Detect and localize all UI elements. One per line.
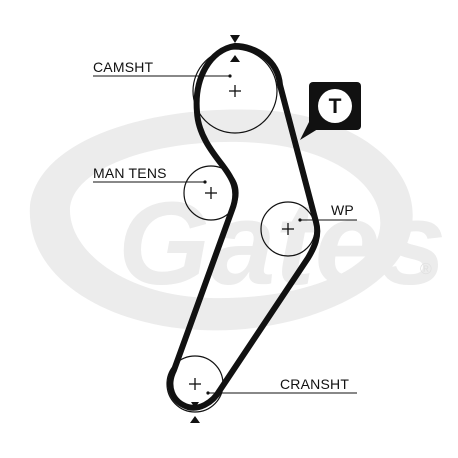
water-pump-label: WP [331, 202, 354, 218]
badge-circle [318, 89, 352, 123]
component-labels: CAMSHT MAN TENS WP CRANSHT [93, 59, 354, 392]
water-pump-leader-dot [298, 218, 302, 222]
badge-letter: T [329, 95, 342, 118]
tensioner-callout-badge: T [300, 82, 361, 140]
camshaft-label: CAMSHT [93, 59, 154, 75]
camshaft-inner-triangle-icon [230, 55, 240, 62]
timing-marks [190, 35, 240, 423]
camshaft-center-icon [229, 85, 241, 97]
center-marks [189, 85, 294, 390]
crankshaft-center-icon [189, 378, 201, 390]
manual-tensioner-label: MAN TENS [93, 165, 167, 181]
tensioner-leader-dot [203, 180, 207, 184]
timing-belt [167, 43, 321, 411]
crankshaft-bottom-triangle-icon [190, 416, 200, 423]
tensioner-center-icon [205, 187, 217, 199]
crankshaft-inner-triangle-icon [191, 402, 199, 408]
gates-watermark: Gates ® [29, 109, 446, 331]
camshaft-leader-dot [228, 74, 232, 78]
watermark-brand-text: Gates [118, 178, 446, 310]
watermark-registered-mark: ® [420, 261, 432, 278]
water-pump-center-icon [282, 223, 294, 235]
crankshaft-label: CRANSHT [280, 376, 349, 392]
camshaft-top-triangle-icon [230, 35, 240, 43]
leader-dots [203, 74, 302, 395]
crankshaft-leader-dot [206, 391, 210, 395]
